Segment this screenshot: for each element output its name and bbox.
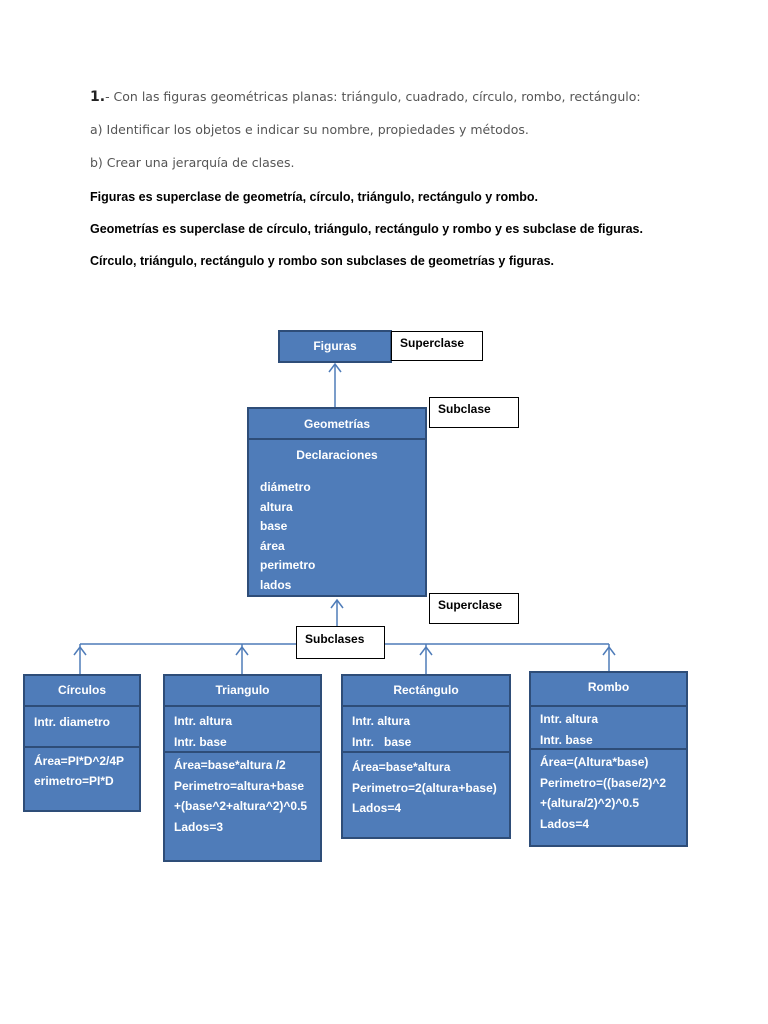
rectangulo-attr: Intr. base <box>352 734 412 749</box>
class-rombo-divider-2 <box>531 748 686 750</box>
rombo-attr: Intr. altura <box>540 712 599 726</box>
question-a: a) Identificar los objetos e indicar su … <box>90 122 529 137</box>
class-circulos-title: Círculos <box>57 683 106 697</box>
geometrias-item: lados <box>260 577 292 592</box>
triangulo-method: +(base^2+altura^2)^0.5 <box>174 799 308 813</box>
rombo-attr: Intr. base <box>540 732 593 747</box>
arrowhead-triangulo <box>235 645 249 656</box>
arrowhead-rectangulo <box>419 645 433 656</box>
statement-1: Figuras es superclase de geometría, círc… <box>90 190 539 204</box>
triangulo-method: Área=base*altura /2 <box>174 758 286 772</box>
class-figuras-title: Figuras <box>313 339 357 353</box>
class-rectangulo-attrs: Intr. altura Intr. base <box>352 711 411 752</box>
circulos-method: erimetro=PI*D <box>34 773 114 788</box>
class-figuras: Figuras <box>278 330 392 363</box>
label-superclase-middle: Superclase <box>429 593 519 624</box>
geometrias-item: base <box>260 519 288 533</box>
class-rectangulo: Rectángulo Intr. altura Intr. base Área=… <box>341 674 511 839</box>
class-triangulo-title: Triangulo <box>215 683 270 697</box>
rombo-method: Perimetro=((base/2)^2 <box>540 775 667 790</box>
rombo-method: Área=(Altura*base) <box>540 755 649 769</box>
class-rectangulo-methods: Área=base*altura Perimetro=2(altura+base… <box>352 757 497 819</box>
class-rombo-title: Rombo <box>587 680 630 694</box>
class-geometrias-divider <box>249 438 425 440</box>
arrowhead-rombo <box>602 645 616 656</box>
rectangulo-method: Perimetro=2(altura+base) <box>352 780 497 795</box>
class-circulos-attr: Intr. diametro <box>34 715 111 729</box>
class-circulos-methods: Área=PI*D^2/4P erimetro=PI*D <box>34 752 124 791</box>
arrowhead-circulos-up <box>73 645 87 656</box>
question-1-text: - Con las figuras geométricas planas: tr… <box>105 89 641 104</box>
class-rombo-divider-1 <box>531 705 686 707</box>
class-rectangulo-divider-2 <box>343 751 509 753</box>
class-triangulo-divider-1 <box>165 705 320 707</box>
geometrias-item: área <box>260 538 285 553</box>
question-number: 1. <box>90 89 106 105</box>
circulos-method: Área=PI*D^2/4P <box>34 754 125 768</box>
class-triangulo-attrs: Intr. altura Intr. base <box>174 711 232 752</box>
question-b: b) Crear una jerarquía de clases. <box>90 155 295 170</box>
class-triangulo-divider-2 <box>165 751 320 753</box>
geometrias-item: perimetro <box>260 558 316 572</box>
class-geometrias-items: diámetro altura base área perimetro lado… <box>260 478 315 595</box>
class-geometrias-title: Geometrías <box>303 417 371 431</box>
geometrias-item: altura <box>260 499 293 514</box>
class-triangulo: Triangulo Intr. altura Intr. base Área=b… <box>163 674 322 862</box>
class-circulos: Círculos Intr. diametro Área=PI*D^2/4P e… <box>23 674 141 812</box>
class-rombo-methods: Área=(Altura*base) Perimetro=((base/2)^2… <box>540 752 666 834</box>
rombo-method: Lados=4 <box>540 816 590 831</box>
class-rombo-attrs: Intr. altura Intr. base <box>540 709 598 750</box>
class-rectangulo-title: Rectángulo <box>393 683 459 697</box>
class-rombo: Rombo Intr. altura Intr. base Área=(Altu… <box>529 671 688 847</box>
statement-3: Círculo, triángulo, rectángulo y rombo s… <box>90 254 554 268</box>
geometrias-item: diámetro <box>260 480 311 494</box>
arrowhead-geometrias <box>330 598 344 609</box>
triangulo-attr: Intr. altura <box>174 714 233 728</box>
rectangulo-method: Área=base*altura <box>352 760 451 774</box>
rectangulo-attr: Intr. altura <box>352 714 411 728</box>
arrowhead-figuras <box>328 362 342 373</box>
statement-2: Geometrías es superclase de círculo, tri… <box>90 222 643 236</box>
class-rectangulo-divider-1 <box>343 705 509 707</box>
rombo-method: +(altura/2)^2)^0.5 <box>540 796 640 810</box>
triangulo-attr: Intr. base <box>174 734 227 749</box>
label-superclase-top: Superclase <box>391 331 483 361</box>
class-triangulo-methods: Área=base*altura /2 Perimetro=altura+bas… <box>174 755 307 837</box>
triangulo-method: Lados=3 <box>174 819 224 834</box>
triangulo-method: Perimetro=altura+base <box>174 778 305 793</box>
class-circulos-divider-1 <box>25 705 139 707</box>
question-1: 1.- Con las figuras geométricas planas: … <box>90 89 641 105</box>
label-subclases: Subclases <box>296 626 385 659</box>
class-geometrias-section: Declaraciones <box>296 448 378 462</box>
class-geometrias: Geometrías Declaraciones diámetro altura… <box>247 407 427 597</box>
rectangulo-method: Lados=4 <box>352 801 402 815</box>
class-circulos-divider-2 <box>25 746 139 748</box>
label-subclase: Subclase <box>429 397 519 428</box>
